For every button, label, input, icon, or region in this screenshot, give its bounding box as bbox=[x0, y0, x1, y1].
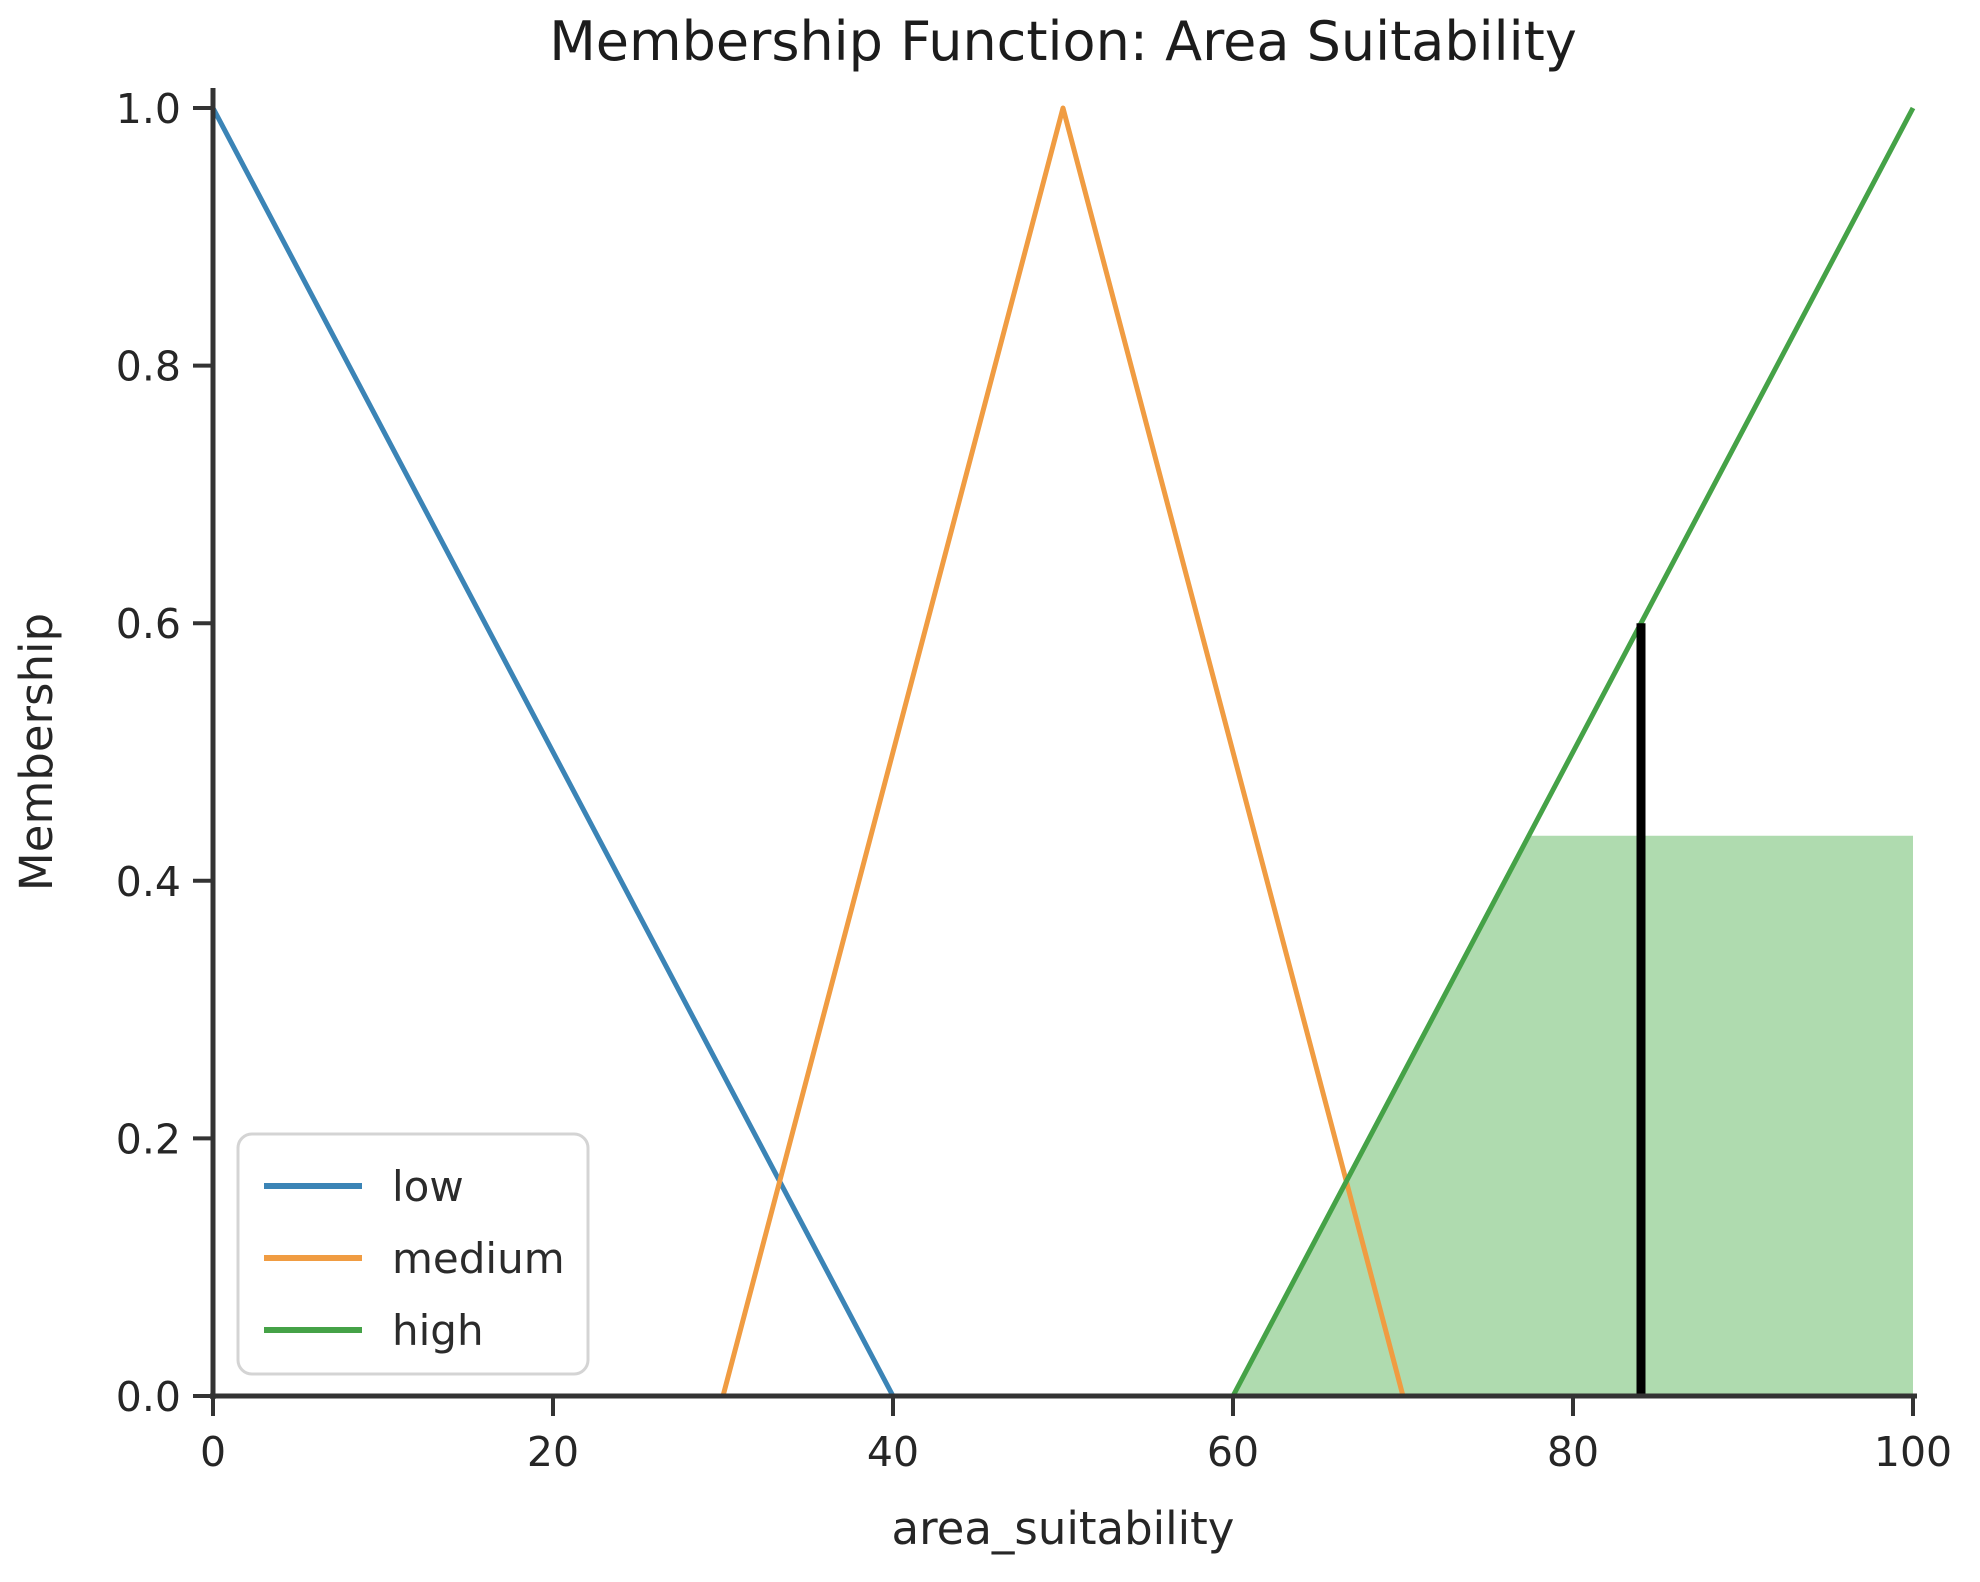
shaded-region-high-activation bbox=[1233, 835, 1913, 1396]
x-tick-label-0: 0 bbox=[200, 1428, 226, 1476]
y-tick-label-0.8: 0.8 bbox=[116, 343, 181, 391]
x-tick-label-40: 40 bbox=[867, 1428, 919, 1476]
legend-label-medium: medium bbox=[392, 1234, 565, 1283]
y-tick-label-0.4: 0.4 bbox=[116, 858, 181, 906]
plot-area: 0 20 40 60 80 100 0.0 0.2 0.4 0.6 0.8 1.0 low medium h… bbox=[116, 85, 1952, 1476]
legend-label-high: high bbox=[392, 1306, 484, 1355]
x-tick-label-80: 80 bbox=[1547, 1428, 1599, 1476]
y-tick-label-0.0: 0.0 bbox=[116, 1373, 181, 1421]
y-tick-label-1.0: 1.0 bbox=[116, 85, 181, 133]
legend-label-low: low bbox=[392, 1162, 464, 1211]
y-tick-label-0.2: 0.2 bbox=[116, 1115, 181, 1163]
legend-box bbox=[236, 1132, 590, 1376]
x-tick-label-20: 20 bbox=[527, 1428, 579, 1476]
x-tick-label-100: 100 bbox=[1874, 1428, 1952, 1476]
y-axis-label: Membership bbox=[10, 613, 63, 891]
y-tick-label-0.6: 0.6 bbox=[116, 600, 181, 648]
chart-title: Membership Function: Area Suitability bbox=[549, 10, 1577, 73]
x-tick-label-60: 60 bbox=[1207, 1428, 1259, 1476]
x-axis-label: area_suitability bbox=[892, 1502, 1235, 1555]
